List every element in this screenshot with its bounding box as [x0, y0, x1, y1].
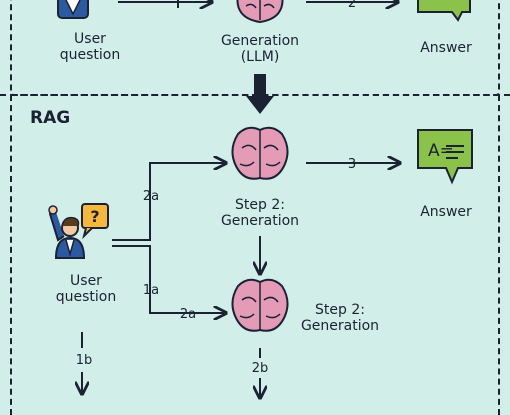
rag-step2-bottom-label: Step 2: Generation	[300, 302, 380, 334]
rag-arrow-2a-top	[112, 163, 226, 241]
rag-edge-1b-label: 1b	[76, 353, 93, 368]
top-answer-label: Answer	[420, 40, 472, 56]
rag-arrow-1a-2a-bottom	[112, 245, 226, 313]
top-generation-label: Generation (LLM)	[220, 33, 300, 65]
top-answer-icon	[417, 0, 471, 22]
diagram-graphics: 2 3 2a 1a 2a 1b 2b ? A=	[48, 0, 473, 400]
rag-user-icon	[48, 203, 109, 259]
question-mark-icon: ?	[90, 207, 99, 226]
rag-step2-top-label: Step 2: Generation	[220, 197, 300, 229]
rag-section-frame	[10, 95, 500, 415]
top-user-question-label: User question	[59, 31, 121, 63]
rag-brain-bottom-icon	[231, 278, 289, 332]
rag-edge-2a-top-label: 2a	[143, 189, 159, 204]
rag-user-question-label: User question	[55, 273, 117, 305]
rag-brain-top-icon	[231, 126, 289, 180]
rag-edge-3-label: 3	[348, 157, 356, 172]
big-down-arrow	[246, 74, 274, 114]
rag-edge-1a-label: 1a	[143, 283, 159, 298]
rag-answer-icon	[417, 129, 473, 185]
rag-title: RAG	[30, 108, 71, 128]
top-arrow-user-to-generation	[118, 0, 212, 8]
answer-document-icon: A=	[428, 141, 454, 161]
rag-answer-label: Answer	[420, 204, 472, 220]
top-brain-icon	[236, 0, 284, 24]
rag-edge-2b-label: 2b	[252, 361, 269, 376]
rag-edge-2a-bottom-label: 2a	[180, 307, 196, 322]
top-user-icon	[57, 0, 89, 19]
top-edge-2-label: 2	[348, 0, 356, 11]
